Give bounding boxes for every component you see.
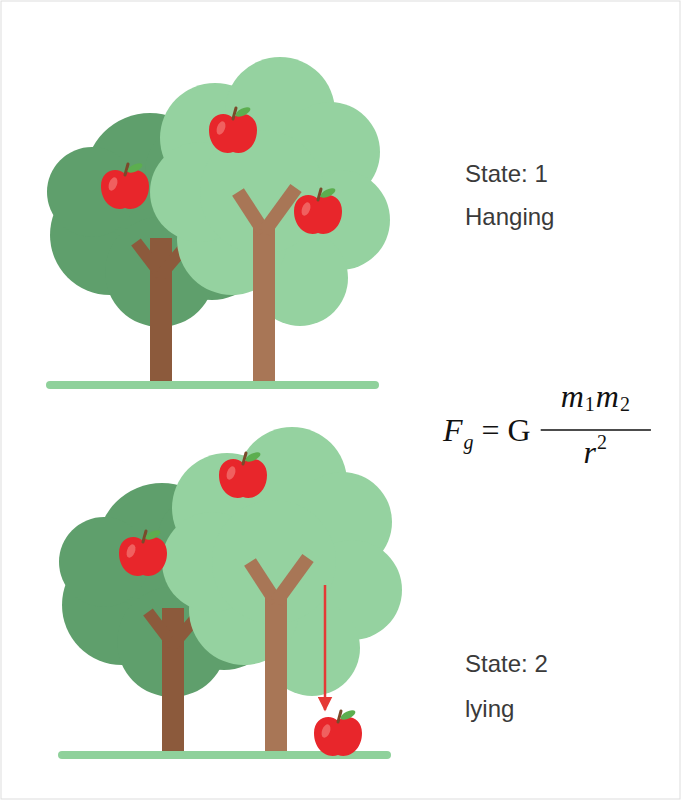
state-label: State: 1: [465, 162, 548, 186]
state-label: Hanging: [465, 205, 554, 229]
trees-state-2: [59, 427, 402, 756]
formula-subscript: 1: [585, 394, 595, 414]
state-label: State: 2: [465, 652, 548, 676]
state-label: lying: [465, 697, 514, 721]
trees-state-1: [47, 57, 390, 385]
formula-symbol: m: [561, 380, 584, 412]
formula-symbol: m: [596, 380, 619, 412]
formula-symbol: F: [443, 414, 463, 446]
fall-arrow: [324, 585, 327, 710]
formula-superscript: 2: [597, 432, 607, 452]
formula-symbol: r: [584, 436, 596, 468]
fraction-bar: [541, 429, 651, 431]
formula-symbol: = G: [482, 414, 531, 446]
formula-subscript: 2: [620, 394, 630, 414]
formula-subscript: g: [464, 432, 474, 452]
